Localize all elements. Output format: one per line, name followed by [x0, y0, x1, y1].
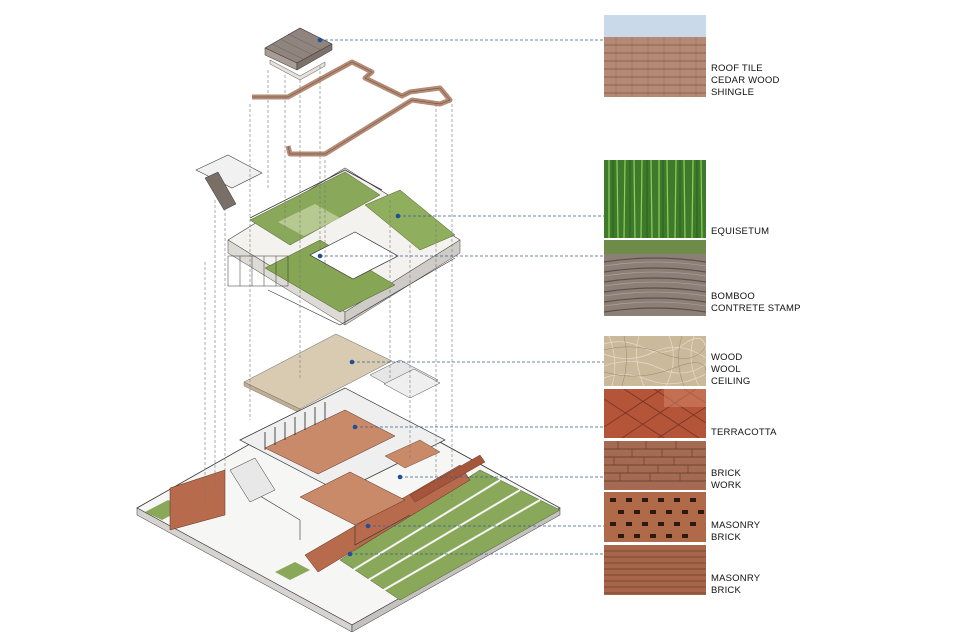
- swatch-wood-wool: [604, 336, 706, 386]
- ceiling-layer: [243, 333, 441, 414]
- ground-layer: [136, 387, 561, 633]
- label-brick-work: BRICK WORK: [711, 468, 742, 491]
- green-roof-layer: [195, 154, 461, 326]
- label-bamboo-concrete: BOMBOO CONTRETE STAMP: [711, 291, 801, 314]
- label-wood-wool: WOOD WOOL CEILING: [711, 352, 751, 387]
- leader-dots: [317, 37, 403, 557]
- swatch-bamboo-concrete: [604, 240, 706, 316]
- label-terracotta: TERRACOTTA: [711, 427, 777, 438]
- label-equisetum: EQUISETUM: [711, 226, 770, 237]
- swatch-brick-work: [604, 441, 706, 490]
- label-roof-tile: ROOF TILE CEDAR WOOD SHINGLE: [711, 63, 780, 98]
- swatch-terracotta: [604, 389, 706, 438]
- swatch-roof-tile: [604, 15, 706, 97]
- swatch-equisetum: [604, 160, 706, 238]
- alignment-lines: [204, 66, 453, 505]
- label-masonry-brick-1: MASONRY BRICK: [711, 520, 761, 543]
- roof-layer: [252, 27, 453, 157]
- swatch-masonry-brick-2: [604, 545, 706, 595]
- swatch-masonry-brick-1: [604, 492, 706, 542]
- leader-lines: [320, 39, 604, 555]
- label-masonry-brick-2: MASONRY BRICK: [711, 573, 761, 596]
